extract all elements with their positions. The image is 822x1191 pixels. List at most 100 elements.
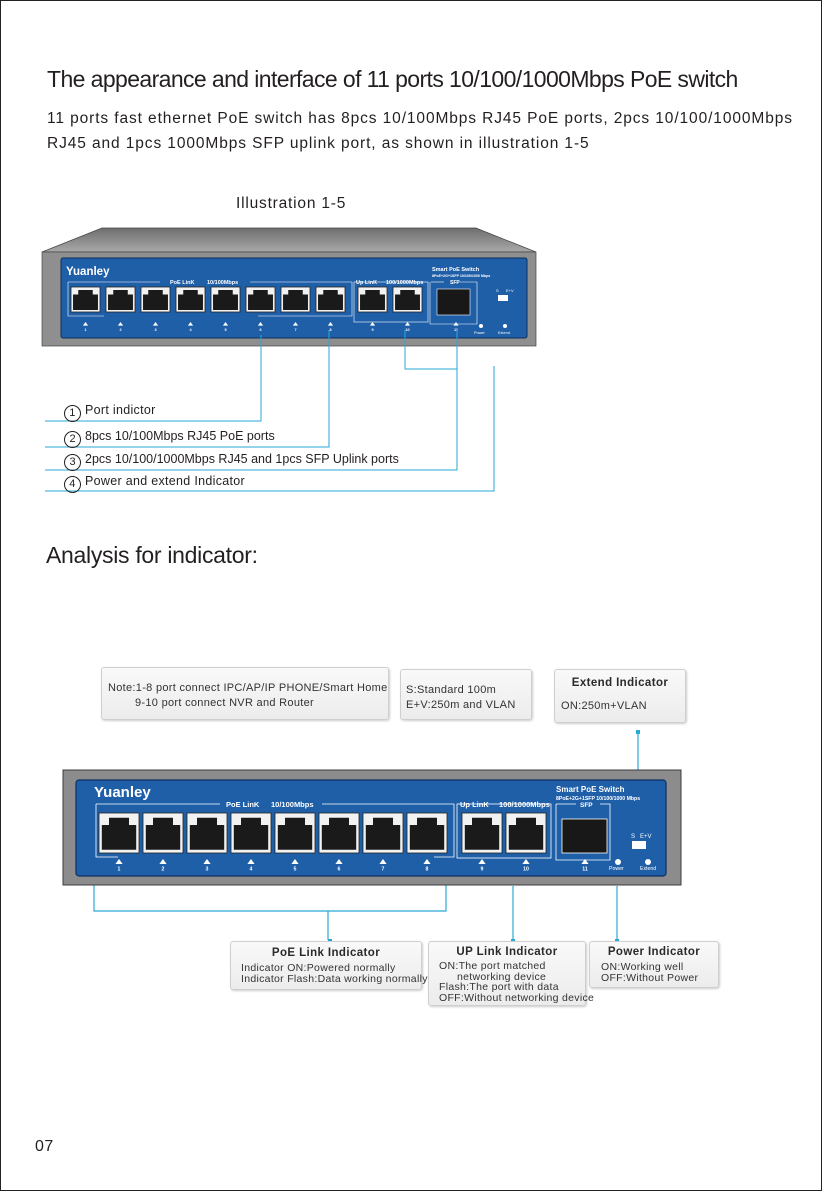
uplink-label-front: Up LinK [460,800,489,809]
indicator-callouts [93,730,639,942]
top-port-4 [175,286,206,313]
sfp-label: SFP [450,280,460,286]
front-port-3 [186,812,228,854]
top-led-6 [257,322,264,326]
top-port-number-6: 6 [259,328,261,332]
front-led-4 [247,859,255,865]
top-led-10 [404,322,411,326]
top-led-4 [187,322,194,326]
front-led-9 [478,859,486,865]
mode-switch-top [498,295,508,301]
brand-logo: Yuanley [94,784,151,801]
top-led-3 [152,322,159,326]
uplink-indicator-box: UP Link Indicator ON:The port matched ne… [428,941,594,1006]
top-port-7 [280,286,311,313]
front-port-2 [142,812,184,854]
front-port-4 [230,812,272,854]
top-port-number-4: 4 [189,328,192,332]
front-port-number-7: 7 [382,867,385,873]
switch-illustration-top: Yuanley PoE LinK 10/100Mbps Up LinK 100/… [41,227,537,347]
top-led-9 [369,322,376,326]
uplink-speed-label: 100/1000Mbps [386,280,423,286]
front-port-number-3: 3 [206,867,209,873]
power-label-top: Power [474,331,485,335]
product-label: Smart PoE Switch [432,267,480,273]
illustration-caption: Illustration 1-5 [236,195,347,212]
top-port-8 [315,286,346,313]
front-port-8 [406,812,448,854]
front-led-7 [379,859,387,865]
uplink-speed-label-front: 100/1000Mbps [499,800,550,809]
top-port-number-7: 7 [294,328,296,332]
front-port-number-4: 4 [250,867,253,873]
top-led-11 [453,322,459,326]
top-port-3 [140,286,171,313]
front-led-8 [423,859,431,865]
top-led-8 [327,322,334,326]
front-port-5 [274,812,316,854]
top-port-6 [245,286,276,313]
front-led-6 [335,859,343,865]
front-port-10 [505,812,547,854]
front-port-number-8: 8 [426,867,429,873]
uplink-label: Up LinK [356,280,377,286]
power-label-front: Power [609,866,624,872]
mode-switch-s: S [496,288,499,293]
spec-label-front: 8PoE+2G+1SFP 10/100/1000 Mbps [556,796,640,802]
product-label-front: Smart PoE Switch [556,785,625,794]
top-port-number-11: 11 [454,328,458,332]
front-port-9 [461,812,503,854]
poe-link-label: PoE LinK [170,280,194,286]
front-port-number-2: 2 [162,867,165,873]
port-note-box: Note:1-8 port connect IPC/AP/IP PHONE/Sm… [101,667,389,720]
front-port-number-10: 10 [523,867,529,873]
top-led-5 [222,322,229,326]
front-led-10 [522,859,530,865]
sfp-label-front: SFP [580,802,593,809]
port-indicators-front: 1 2 3 4 5 6 7 8 9 10 11 [115,859,589,873]
front-led-11 [581,859,589,865]
top-port-number-3: 3 [154,328,156,332]
top-port-number-10: 10 [405,328,409,332]
front-led-5 [291,859,299,865]
extend-led [645,859,651,865]
front-led-3 [203,859,211,865]
top-led-2 [117,322,124,326]
front-port-number-1: 1 [118,867,121,873]
extend-label-front: Extend [640,866,656,872]
top-port-2 [105,286,136,313]
mode-switch-ev-front: E+V [640,834,652,840]
front-port-6 [318,812,360,854]
top-port-10 [392,286,423,313]
mode-note-box: S:Standard 100m E+V:250m and VLAN [400,669,532,720]
front-port-number-6: 6 [338,867,341,873]
spec-label: 8PoE+2G+1SFP 10/100/1000 Mbps [432,274,490,278]
front-port-number-11: 11 [582,867,588,873]
sfp-port-front [561,818,608,854]
top-port-5 [210,286,241,313]
front-port-number-9: 9 [481,867,484,873]
top-port-number-5: 5 [224,328,226,332]
top-led-7 [292,322,299,326]
front-port-7 [362,812,404,854]
switch-front-panel: Yuanley PoE LinK 10/100Mbps Up LinK 100/… [62,730,682,943]
top-port-number-8: 8 [329,328,331,332]
extend-label-top: Extend [498,331,510,335]
power-led [615,859,621,865]
page-number: 07 [35,1138,54,1155]
illustration-callouts [45,330,495,492]
top-port-number-1: 1 [84,328,86,332]
rj45-ports-front [98,812,547,854]
top-led-1 [82,322,89,326]
mode-switch-front [632,841,646,849]
port-indicators-top: 1 2 3 4 5 6 7 8 9 10 11 [82,322,459,332]
top-port-number-2: 2 [119,328,121,332]
rj45-ports-top [70,286,423,313]
mode-switch-ev: E+V [506,288,514,293]
top-port-number-9: 9 [371,328,373,332]
front-port-number-5: 5 [294,867,297,873]
